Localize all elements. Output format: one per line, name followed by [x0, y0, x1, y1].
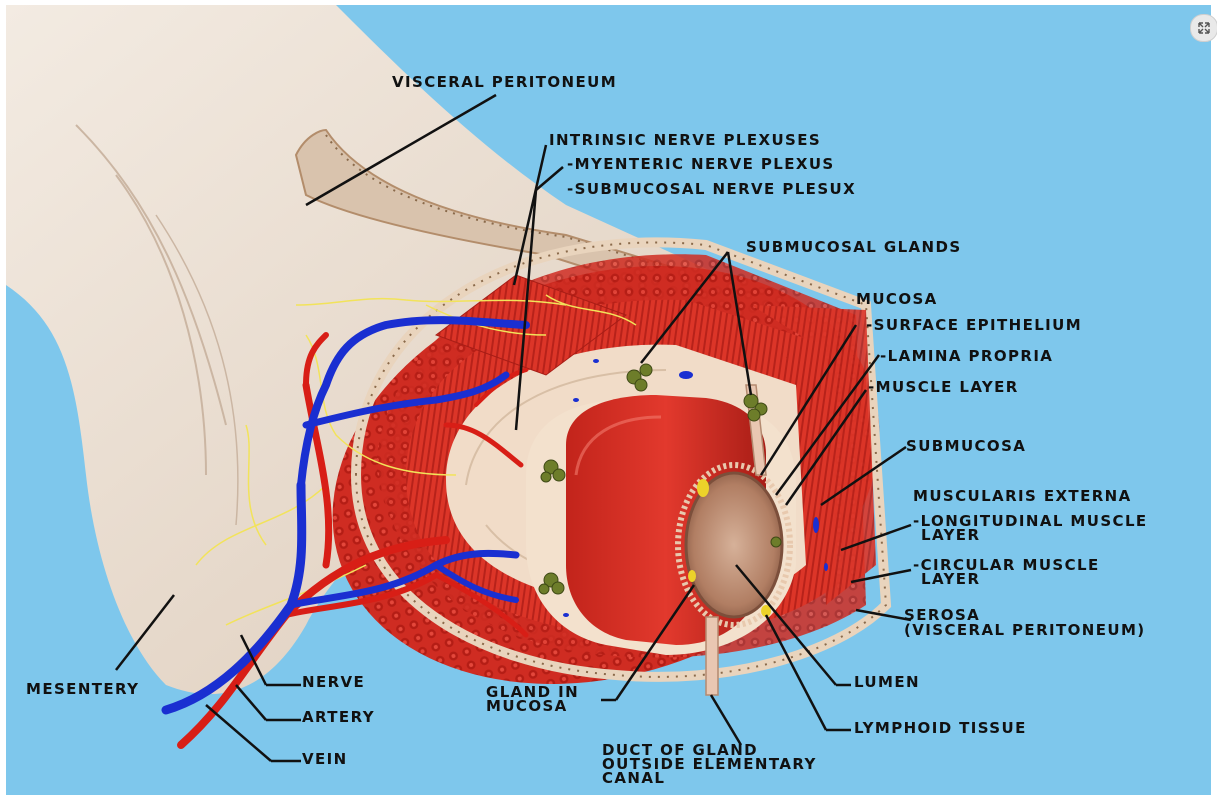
label-visceral-peritoneum: VISCERAL PERITONEUM — [392, 75, 617, 89]
label-serosa: SEROSA — [904, 608, 980, 622]
label-myenteric-nerve-plexus: -MYENTERIC NERVE PLEXUS — [567, 157, 835, 171]
label-surface-epithelium: -SURFACE EPITHELIUM — [866, 318, 1082, 332]
label-vein: VEIN — [302, 752, 348, 766]
label-intrinsic-nerve-plexuses: INTRINSIC NERVE PLEXUSES — [549, 133, 821, 147]
label-lymphoid-tissue: LYMPHOID TISSUE — [854, 721, 1027, 735]
expand-icon — [1198, 22, 1210, 34]
label-submucosa: SUBMUCOSA — [906, 439, 1026, 453]
label-submucosal-glands: SUBMUCOSAL GLANDS — [746, 240, 962, 254]
label-duct-canal: CANAL — [602, 771, 665, 785]
label-mesentery: MESENTERY — [26, 682, 139, 696]
expand-button[interactable] — [1190, 14, 1217, 42]
label-mucosa: MUCOSA — [856, 292, 938, 306]
label-lamina-propria: -LAMINA PROPRIA — [880, 349, 1053, 363]
label-lumen: LUMEN — [854, 675, 920, 689]
label-serosa-visceral-peritoneum: (VISCERAL PERITONEUM) — [904, 623, 1146, 637]
label-longitudinal-muscle-layer: LAYER — [921, 528, 980, 542]
gland-duct — [706, 617, 718, 695]
label-circular-muscle-layer: LAYER — [921, 572, 980, 586]
gut-wall-illustration — [6, 5, 1211, 795]
label-artery: ARTERY — [302, 710, 375, 724]
label-muscularis-externa: MUSCULARIS EXTERNA — [913, 489, 1132, 503]
label-muscle-layer: -MUSCLE LAYER — [868, 380, 1019, 394]
diagram-stage: VISCERAL PERITONEUM INTRINSIC NERVE PLEX… — [6, 5, 1211, 795]
label-gland-in-mucosa: MUCOSA — [486, 699, 568, 713]
label-submucosal-nerve-plexus: -SUBMUCOSAL NERVE PLESUX — [567, 182, 856, 196]
label-nerve: NERVE — [302, 675, 365, 689]
